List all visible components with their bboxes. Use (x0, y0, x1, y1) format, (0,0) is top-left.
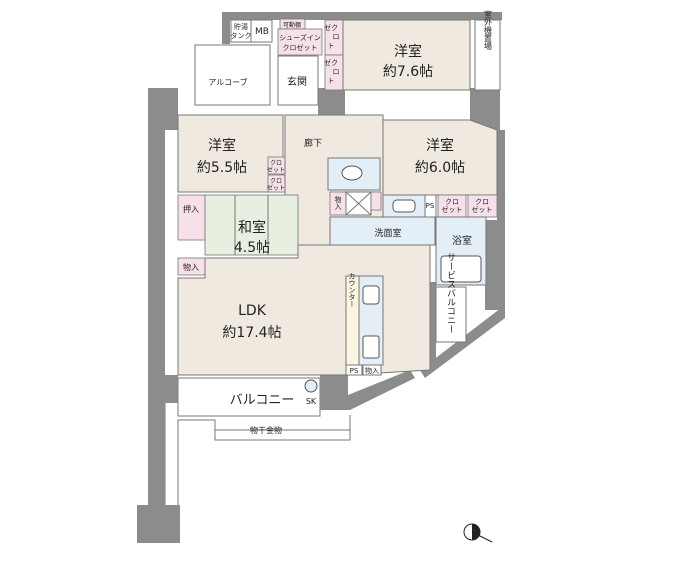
shoes-closet-label-2: クロゼット (283, 43, 318, 52)
service-balcony-label: サービスバルコニー (445, 252, 456, 333)
ps-label: PS (426, 202, 435, 210)
sk-label: SK (306, 397, 317, 406)
western-room-5-5 (177, 114, 284, 193)
storage-label: 物入 (183, 262, 199, 272)
closet-label: ロ (333, 68, 340, 76)
ps-kitchen (345, 364, 363, 376)
shelf-label: 可動棚 (283, 21, 301, 29)
closet-label: ゼット (442, 205, 463, 214)
mb (250, 19, 273, 43)
storage-label: 物入 (334, 195, 342, 210)
water-tank-label-2: タンク (231, 31, 252, 40)
entrance-label: 玄関 (287, 75, 307, 88)
closet-label: クロ (475, 198, 489, 206)
washroom-label: 洗面室 (374, 227, 401, 239)
compass-icon (463, 523, 493, 543)
washroom (329, 216, 436, 246)
closet-label: ト (328, 77, 335, 85)
storage-2[interactable] (370, 191, 382, 211)
japanese-room (204, 194, 299, 256)
ldk (177, 244, 431, 376)
closet-label: ゼット (472, 205, 493, 214)
water-tank-label-1: 貯湯 (234, 22, 248, 31)
alcove (194, 44, 271, 106)
room-name: 和室 (238, 219, 266, 236)
kitchen-sink-icon (362, 285, 380, 305)
room-name: 洋室 (394, 43, 422, 60)
closet-label: ロ (333, 33, 340, 41)
bathtub-icon (440, 255, 482, 283)
closet-label: ゼク (324, 23, 338, 32)
laundry-hardware-label: 物干金物 (250, 425, 282, 435)
oshiire-label: 押入 (183, 204, 199, 214)
storage-kitchen[interactable] (362, 364, 382, 376)
closet-label: ト (328, 42, 335, 50)
closet-label: クロ (270, 178, 282, 185)
oshiire[interactable] (177, 194, 206, 241)
western-room-6-0 (382, 119, 498, 196)
closet-label: クロ (445, 198, 459, 206)
balcony-label: バルコニー (230, 393, 295, 408)
shoes-closet[interactable] (277, 28, 323, 56)
closet-label: ゼット (267, 184, 285, 192)
storage-label: 物入 (365, 366, 379, 375)
shoes-closet-label-1: シューズイン (279, 33, 321, 42)
closet-label: ゼット (267, 166, 285, 174)
outdoor-unit-space (474, 19, 501, 91)
sink-icon (392, 199, 416, 213)
closet-label: クロ (270, 160, 282, 167)
outdoor-unit-label: 室外機置場 (484, 9, 493, 51)
entrance (277, 55, 319, 106)
counter-label: カウンター (348, 273, 356, 308)
closet-label: ゼク (324, 58, 338, 67)
room-size: 4.5帖 (234, 240, 270, 256)
alcove-label: アルコーブ (208, 77, 247, 87)
room-name: 洋室 (208, 137, 236, 154)
closet-lower[interactable]: ゼク ロ ト (324, 54, 344, 91)
room-name: 洋室 (426, 137, 454, 154)
bath-label: 浴室 (452, 234, 472, 247)
mb-label: MB (255, 27, 269, 37)
room-name: LDK (238, 303, 267, 319)
ps-label: PS (350, 367, 359, 375)
room-size: 約17.4帖 (222, 325, 281, 341)
hallway-label: 廊下 (304, 137, 322, 149)
western-room-7-6 (342, 19, 471, 91)
service-balcony (435, 286, 467, 343)
room-size: 約6.0帖 (415, 160, 465, 176)
stove-icon (362, 335, 380, 359)
closet-upper[interactable]: ゼク ロ ト (324, 19, 344, 56)
balcony (177, 377, 321, 417)
room-size: 約7.6帖 (383, 64, 433, 80)
toilet-icon (341, 165, 363, 181)
slop-sink-icon (304, 379, 318, 393)
room-size: 約5.5帖 (197, 160, 247, 176)
